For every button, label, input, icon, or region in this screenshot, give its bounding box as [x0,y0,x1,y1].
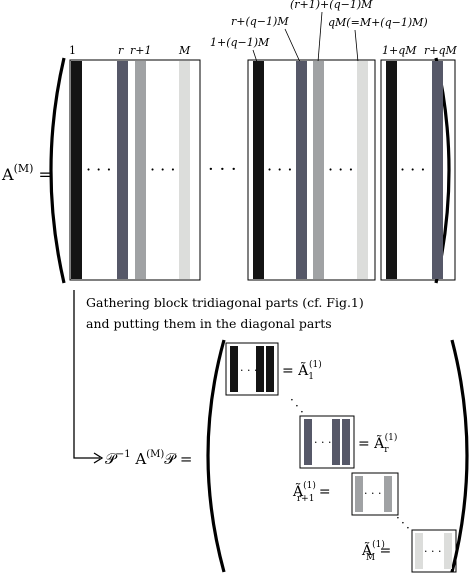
transform-arrow [73,290,100,459]
block-1 [69,59,201,281]
ellipsis-block1-b: · · · [150,160,175,179]
col-label-1q: 1+(q−1)M [210,36,270,49]
block-A1-stripe-b [256,346,264,392]
diag-dots-6: · [406,521,410,535]
diag-dots-1: · [290,393,294,407]
diag-dots-2: · [295,399,299,413]
stripe-col-M [179,61,190,279]
block-Ar-dots: · · · [314,436,331,449]
block-AM-stripe-b [444,533,452,569]
transform-expression: 𝒫−1 A(M)𝒫 = [105,449,192,468]
diag-dots-5: · [401,516,405,530]
block-Ar [299,415,355,469]
block-AM-label: Ã(1)M = [361,539,391,563]
ellipsis-blockq1: · · · [400,160,425,179]
stripe-col-rq [296,61,307,279]
col-label-1qM: 1+qM [382,44,417,57]
ellipsis-between-blocks: · · · [208,159,237,180]
block-Ar1 [351,472,399,516]
leader-rq [284,28,301,63]
note-line-1: Gathering block tridiagonal parts (cf. F… [86,295,364,310]
matrix-symbol: A(M) = [1,162,52,184]
block-A1-label: = Ã1(1) [282,359,322,382]
leader-r1q [317,11,323,63]
block-q [247,59,376,281]
stripe-col-r1q [313,61,324,279]
block-Ar1-dots: · · · [364,487,381,500]
col-label-1: 1 [69,44,76,57]
col-label-r1: r+1 [130,44,151,57]
block-A1-stripe-c [266,346,274,392]
block-AM-dots: · · · [424,545,441,558]
stripe-col-1 [71,61,82,279]
block-q-plus-1 [380,59,456,281]
col-label-rq: r+(q−1)M [231,15,289,28]
left-paren-result [206,339,226,573]
block-AM [411,529,457,573]
stripe-col-r1 [135,61,146,279]
block-Ar1-stripe-b [384,476,392,512]
col-label-r1q: (r+1)+(q−1)M [290,0,373,11]
col-label-r: r [118,44,124,57]
ellipsis-block1-a: · · · [86,160,111,179]
stripe-col-rqM [432,61,443,279]
block-Ar-stripe-a [304,419,312,465]
leader-qM [354,29,359,63]
note-line-2: and putting them in the diagonal parts [86,316,332,331]
block-AM-stripe-a [415,533,423,569]
block-Ar-stripe-b [332,419,340,465]
col-label-M: M [178,44,191,57]
block-Ar-label: = Ãr(1) [358,432,397,455]
left-paren-top-matrix [49,57,66,284]
block-Ar1-label: Ã(1)r+1 = [292,480,331,504]
ellipsis-blockq-b: · · · [328,160,353,179]
right-paren-result [450,339,469,573]
arrow-head [93,452,104,464]
block-Ar-stripe-c [342,419,350,465]
col-label-rqM: r+qM [424,44,458,57]
diag-dots-4: · [396,511,400,525]
diag-dots-3: · [300,405,304,419]
stripe-col-1q [253,61,264,279]
block-Ar1-stripe-a [355,476,363,512]
col-label-qM: qM(=M+(q−1)M) [328,16,428,29]
ellipsis-blockq-a: · · · [267,160,292,179]
stripe-col-r [117,61,128,279]
block-A1 [225,342,279,396]
stripe-col-qM [357,61,368,279]
stripe-col-1qM [386,61,397,279]
block-A1-stripe-a [230,346,238,392]
block-A1-dots: · · · [240,364,257,377]
